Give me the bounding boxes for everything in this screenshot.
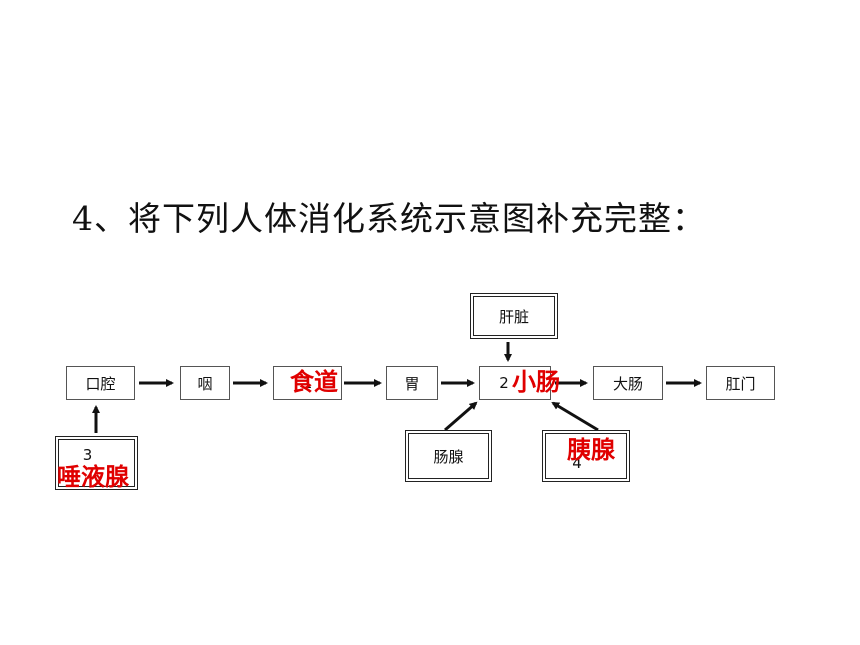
node-blank4-number: 4 xyxy=(572,454,582,472)
node-blank3-number: 3 xyxy=(82,446,93,464)
answer-blank2: 小肠 xyxy=(512,368,560,396)
node-blank4: 4 xyxy=(542,430,630,482)
answer-blank3: 唾液腺 xyxy=(57,463,129,491)
node-blank1: 1 xyxy=(273,366,342,400)
node-large-intestine-label: 大肠 xyxy=(612,374,643,393)
node-blank2-number: 2 xyxy=(499,374,509,392)
node-liver: 肝脏 xyxy=(470,293,558,339)
node-blank3: 3 xyxy=(55,436,138,490)
node-pharynx-label: 咽 xyxy=(197,374,213,393)
node-blank2: 2 xyxy=(479,366,551,400)
node-large-intestine: 大肠 xyxy=(593,366,663,400)
arrow-gland-to-blank2 xyxy=(444,401,478,432)
arrow-blank4-to-blank2 xyxy=(551,401,599,432)
node-pharynx: 咽 xyxy=(180,366,230,400)
answer-blank1: 食道 xyxy=(290,368,338,396)
node-intestinal-gland-label: 肠腺 xyxy=(433,447,464,466)
node-anus: 肛门 xyxy=(706,366,775,400)
node-stomach: 胃 xyxy=(386,366,438,400)
answer-blank4: 胰腺 xyxy=(567,436,615,464)
node-mouth-label: 口腔 xyxy=(85,374,116,393)
node-anus-label: 肛门 xyxy=(725,374,756,393)
node-stomach-label: 胃 xyxy=(404,374,420,393)
node-liver-label: 肝脏 xyxy=(498,307,529,326)
question-title: 4、将下列人体消化系统示意图补充完整： xyxy=(72,199,706,238)
node-intestinal-gland: 肠腺 xyxy=(405,430,492,482)
node-blank1-number: 1 xyxy=(302,374,313,392)
node-mouth: 口腔 xyxy=(66,366,135,400)
